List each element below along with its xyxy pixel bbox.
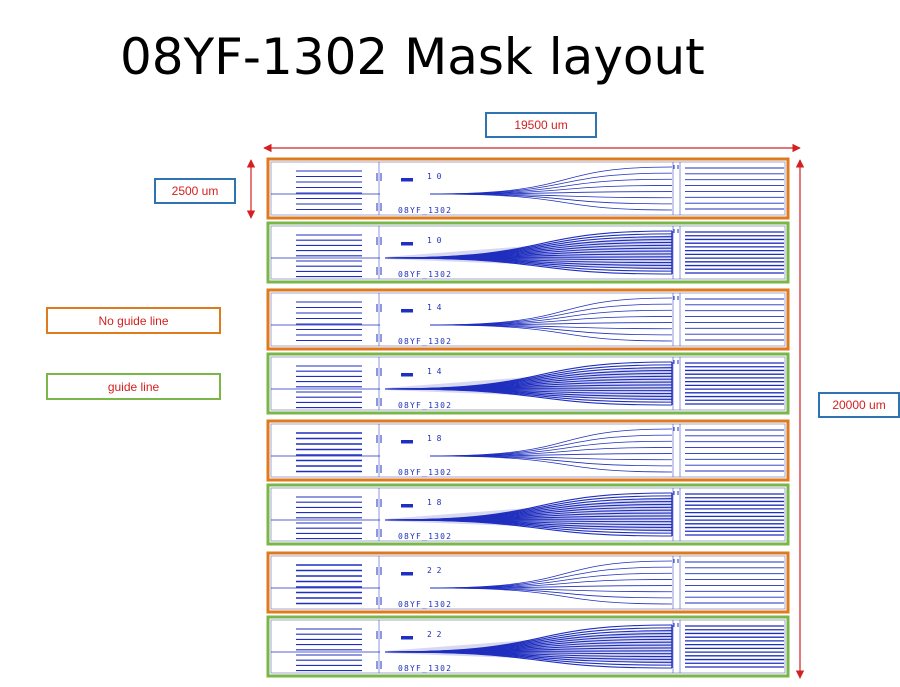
legend-no-guide-line: No guide line: [46, 307, 221, 334]
marker-bar: [401, 572, 413, 576]
guide-line-frame: [266, 221, 790, 284]
mask-row: 1 4 08YF_1302: [266, 288, 790, 351]
splitter-branch: [384, 388, 673, 406]
splitter-branch: [384, 519, 673, 537]
mask-row: 2 2 08YF_1302: [266, 551, 790, 614]
chip-outline: [270, 487, 786, 542]
splitter-branch: [429, 428, 673, 457]
splitter-branch: [429, 453, 673, 457]
dimension-arrows: [246, 143, 805, 679]
chip-label: 08YF_1302: [398, 270, 452, 279]
mask-row: 1 0 08YF_1302: [266, 157, 790, 220]
chip-outline: [270, 619, 786, 674]
guide-line-frame: [266, 352, 790, 415]
row-height-dimension-label: 2500 um: [154, 178, 236, 204]
splitter-branch: [429, 455, 673, 473]
chip-label: 08YF_1302: [398, 468, 452, 477]
guide-line-frame: [266, 615, 790, 678]
splitter-branch: [429, 585, 673, 589]
marker-bar: [401, 309, 413, 313]
splitter-branch: [384, 257, 673, 275]
splitter-branch: [429, 322, 673, 326]
splitter-branch: [429, 193, 673, 211]
chip-outline: [270, 555, 786, 610]
mask-row: 1 8 08YF_1302: [266, 419, 790, 482]
chip-label: 08YF_1302: [398, 532, 452, 541]
chip-outline: [270, 161, 786, 216]
guide-line-frame: [266, 483, 790, 546]
chip-label: 08YF_1302: [398, 337, 452, 346]
chip-outline: [270, 292, 786, 347]
total-height-dimension-label: 20000 um: [818, 392, 900, 418]
width-dimension-label: 19500 um: [485, 112, 597, 138]
guide-line-band: [385, 497, 672, 532]
marker-bar: [401, 242, 413, 246]
chip-outline: [270, 356, 786, 411]
row-number: 2 2: [427, 566, 442, 575]
chip-label: 08YF_1302: [398, 401, 452, 410]
splitter-branch: [429, 191, 673, 195]
no-guide-line-frame: [266, 551, 790, 614]
splitter-branch: [429, 560, 673, 589]
splitter-branch: [429, 166, 673, 195]
page-title: 08YF-1302 Mask layout: [120, 28, 705, 86]
chip-label: 08YF_1302: [398, 600, 452, 609]
splitter-branch: [429, 297, 673, 326]
no-guide-line-frame: [266, 157, 790, 220]
chip-label: 08YF_1302: [398, 664, 452, 673]
row-number: 1 0: [427, 236, 442, 245]
guide-line-band: [385, 629, 672, 664]
legend-guide-line: guide line: [46, 373, 221, 400]
guide-line-band: [385, 366, 672, 401]
chip-label: 08YF_1302: [398, 206, 452, 215]
mask-row: 1 4 08YF_1302: [266, 352, 790, 415]
marker-bar: [401, 373, 413, 377]
row-number: 1 0: [427, 172, 442, 181]
row-number: 1 4: [427, 303, 442, 312]
mask-rows: 1 0 08YF_1302 1 0 08YF_1302 1 4 08YF_1302 1 4 0…: [266, 157, 790, 678]
splitter-branch: [384, 651, 673, 669]
marker-bar: [401, 636, 413, 640]
chip-outline: [270, 423, 786, 478]
mask-row: 1 8 08YF_1302: [266, 483, 790, 546]
marker-bar: [401, 178, 413, 182]
chip-outline: [270, 225, 786, 280]
no-guide-line-frame: [266, 419, 790, 482]
mask-row: 1 0 08YF_1302: [266, 221, 790, 284]
row-number: 1 8: [427, 434, 442, 443]
row-number: 1 4: [427, 367, 442, 376]
splitter-branch: [429, 587, 673, 605]
marker-bar: [401, 504, 413, 508]
row-number: 2 2: [427, 630, 442, 639]
splitter-branch: [429, 324, 673, 342]
marker-bar: [401, 440, 413, 444]
no-guide-line-frame: [266, 288, 790, 351]
guide-line-band: [385, 235, 672, 270]
row-number: 1 8: [427, 498, 442, 507]
mask-row: 2 2 08YF_1302: [266, 615, 790, 678]
